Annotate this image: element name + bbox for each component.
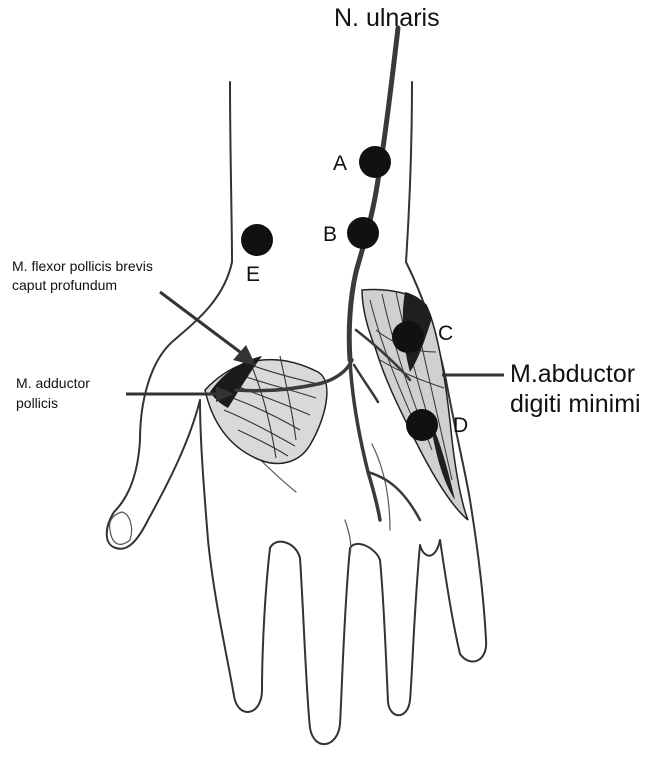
- thenar-muscle: [205, 360, 327, 464]
- ulnar-nerve-deep-twig: [354, 365, 378, 402]
- point-c-label: C: [438, 322, 453, 345]
- point-c-marker: [392, 321, 424, 353]
- middle-finger-outline: [300, 544, 380, 744]
- little-finger-outline: [440, 500, 486, 662]
- nerve-label: N. ulnaris: [334, 4, 440, 32]
- adductor-label-line-1: M. adductor: [16, 375, 90, 391]
- abductor-label-line-2: digiti minimi: [510, 390, 641, 418]
- point-e-label: E: [246, 263, 260, 286]
- adductor-label-line-2: pollicis: [16, 395, 58, 411]
- point-d-label: D: [453, 414, 468, 437]
- point-a-label: A: [333, 152, 347, 175]
- forearm-radial-edge: [114, 82, 232, 512]
- abductor-label-line-1: M.abductor: [510, 360, 635, 388]
- thumb-nail: [110, 512, 132, 544]
- point-a-marker: [359, 146, 391, 178]
- ring-finger-outline: [380, 540, 440, 715]
- point-b-label: B: [323, 223, 337, 246]
- flexor-label-line-1: M. flexor pollicis brevis: [12, 258, 153, 274]
- point-d-marker: [406, 409, 438, 441]
- flexor-pointer-arrow: [160, 292, 248, 358]
- flexor-label-line-2: caput profundum: [12, 277, 117, 293]
- thumb-outline: [107, 400, 200, 549]
- point-e-marker: [241, 224, 273, 256]
- point-b-marker: [347, 217, 379, 249]
